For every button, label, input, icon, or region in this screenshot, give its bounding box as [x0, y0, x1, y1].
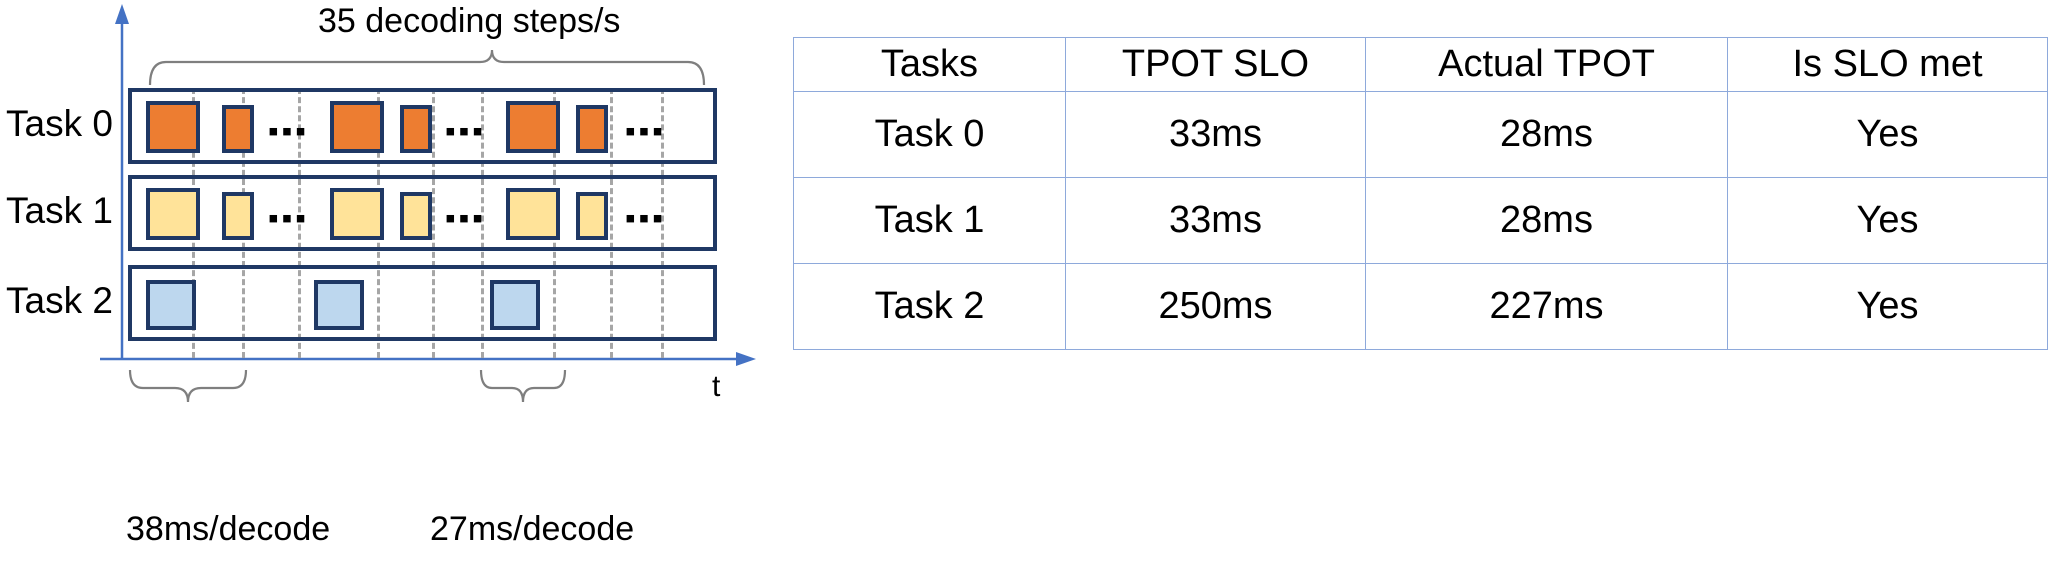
- decode-block: [490, 280, 540, 330]
- decode-block: [576, 192, 608, 240]
- table-row: Task 0 33ms 28ms Yes: [793, 91, 2048, 178]
- gridline: [661, 88, 664, 358]
- decode-block: [330, 188, 384, 240]
- cell-tpot-slo: 250ms: [1065, 263, 1366, 350]
- row-label-task-2: Task 2: [6, 280, 113, 321]
- cell-task: Task 1: [793, 177, 1066, 264]
- top-bracket-label: 35 decoding steps/s: [318, 2, 621, 40]
- gridline: [298, 88, 301, 358]
- cell-task: Task 2: [793, 263, 1066, 350]
- table-row: Task 1 33ms 28ms Yes: [793, 177, 2048, 264]
- gridline: [481, 88, 484, 358]
- gridline: [432, 88, 435, 358]
- ellipsis: ▪▪▪: [625, 115, 666, 148]
- column-header-is-slo-met: Is SLO met: [1727, 37, 2048, 92]
- decode-block: [146, 188, 200, 240]
- decode-block: [506, 101, 560, 153]
- row-label-task-0: Task 0: [6, 103, 113, 144]
- column-header-tasks: Tasks: [793, 37, 1066, 92]
- ellipsis: ▪▪▪: [268, 115, 309, 148]
- cell-actual-tpot: 227ms: [1365, 263, 1728, 350]
- timeline-diagram: Task 0 Task 1 Task 2 ▪▪▪ ▪▪▪ ▪▪▪ ▪▪▪ ▪▪▪…: [0, 0, 790, 562]
- table-row: Task 2 250ms 227ms Yes: [793, 263, 2048, 350]
- gridline: [610, 88, 613, 358]
- ellipsis: ▪▪▪: [445, 202, 486, 235]
- ellipsis: ▪▪▪: [445, 115, 486, 148]
- bottom-bracket-label-2: 27ms/decode: [430, 510, 635, 548]
- task-1-track: ▪▪▪ ▪▪▪ ▪▪▪: [128, 175, 717, 251]
- cell-actual-tpot: 28ms: [1365, 177, 1728, 264]
- decode-block: [146, 280, 196, 330]
- ellipsis: ▪▪▪: [268, 202, 309, 235]
- cell-slo-met: Yes: [1727, 177, 2048, 264]
- ellipsis: ▪▪▪: [625, 202, 666, 235]
- bottom-bracket-label-1: 38ms/decode: [126, 510, 331, 548]
- cell-tpot-slo: 33ms: [1065, 91, 1366, 178]
- row-label-task-1: Task 1: [6, 190, 113, 231]
- decode-block: [576, 105, 608, 153]
- slo-table-wrapper: Tasks TPOT SLO Actual TPOT Is SLO met Ta…: [793, 37, 2049, 350]
- decode-block: [400, 105, 432, 153]
- decode-block: [222, 192, 254, 240]
- decode-block: [330, 101, 384, 153]
- time-axis-label: t: [712, 370, 721, 403]
- decode-block: [314, 280, 364, 330]
- cell-tpot-slo: 33ms: [1065, 177, 1366, 264]
- decode-block: [146, 101, 200, 153]
- slo-table: Tasks TPOT SLO Actual TPOT Is SLO met Ta…: [793, 37, 2048, 350]
- task-0-track: ▪▪▪ ▪▪▪ ▪▪▪: [128, 88, 717, 164]
- table-header-row: Tasks TPOT SLO Actual TPOT Is SLO met: [793, 37, 2048, 92]
- decode-block: [400, 192, 432, 240]
- cell-actual-tpot: 28ms: [1365, 91, 1728, 178]
- column-header-tpot-slo: TPOT SLO: [1065, 37, 1366, 92]
- decode-block: [222, 105, 254, 153]
- cell-slo-met: Yes: [1727, 263, 2048, 350]
- cell-task: Task 0: [793, 91, 1066, 178]
- cell-slo-met: Yes: [1727, 91, 2048, 178]
- task-2-track: [128, 265, 717, 341]
- decode-block: [506, 188, 560, 240]
- column-header-actual-tpot: Actual TPOT: [1365, 37, 1728, 92]
